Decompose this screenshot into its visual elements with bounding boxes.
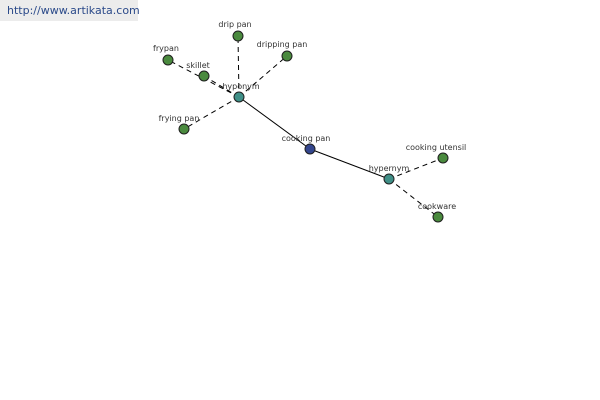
- source-bar: http://www.artikata.com: [0, 0, 140, 21]
- labels: frypan skillet drip pan dripping pan fry…: [153, 20, 466, 211]
- node-cooking-utensil[interactable]: [437, 152, 449, 164]
- edge-hypernym-cookware: [388, 178, 439, 218]
- label-skillet: skillet: [186, 61, 210, 70]
- edge-hyponym-skillet: [203, 75, 240, 98]
- node-cooking-pan[interactable]: [304, 143, 316, 155]
- node-hypernym[interactable]: [383, 173, 395, 185]
- label-frying-pan: frying pan: [159, 114, 200, 123]
- node-frypan[interactable]: [162, 54, 174, 66]
- node-skillet[interactable]: [198, 70, 210, 82]
- edge-hypernym-cooking-utensil: [388, 157, 444, 180]
- nodes: [162, 30, 449, 223]
- node-dripping-pan[interactable]: [281, 50, 293, 62]
- label-cookware: cookware: [418, 202, 456, 211]
- node-drip-pan[interactable]: [232, 30, 244, 42]
- label-hypernym: hypernym: [369, 164, 410, 173]
- node-cookware[interactable]: [432, 211, 444, 223]
- edge-center-hyponym: [238, 96, 311, 150]
- label-hyponym: hyponym: [222, 82, 260, 91]
- edge-hyponym-drip-pan: [237, 35, 240, 98]
- label-dripping-pan: dripping pan: [257, 40, 308, 49]
- edge-hyponym-dripping-pan: [238, 55, 288, 98]
- label-cooking-pan: cooking pan: [282, 134, 331, 143]
- label-frypan: frypan: [153, 44, 179, 53]
- node-frying-pan[interactable]: [178, 123, 190, 135]
- edges: [167, 35, 444, 218]
- edge-hyponym-frying-pan: [183, 96, 240, 130]
- edge-center-hypernym: [309, 148, 390, 180]
- label-drip-pan: drip pan: [218, 20, 251, 29]
- source-link[interactable]: http://www.artikata.com: [7, 4, 140, 17]
- node-hyponym[interactable]: [233, 91, 245, 103]
- label-cooking-utensil: cooking utensil: [406, 143, 467, 152]
